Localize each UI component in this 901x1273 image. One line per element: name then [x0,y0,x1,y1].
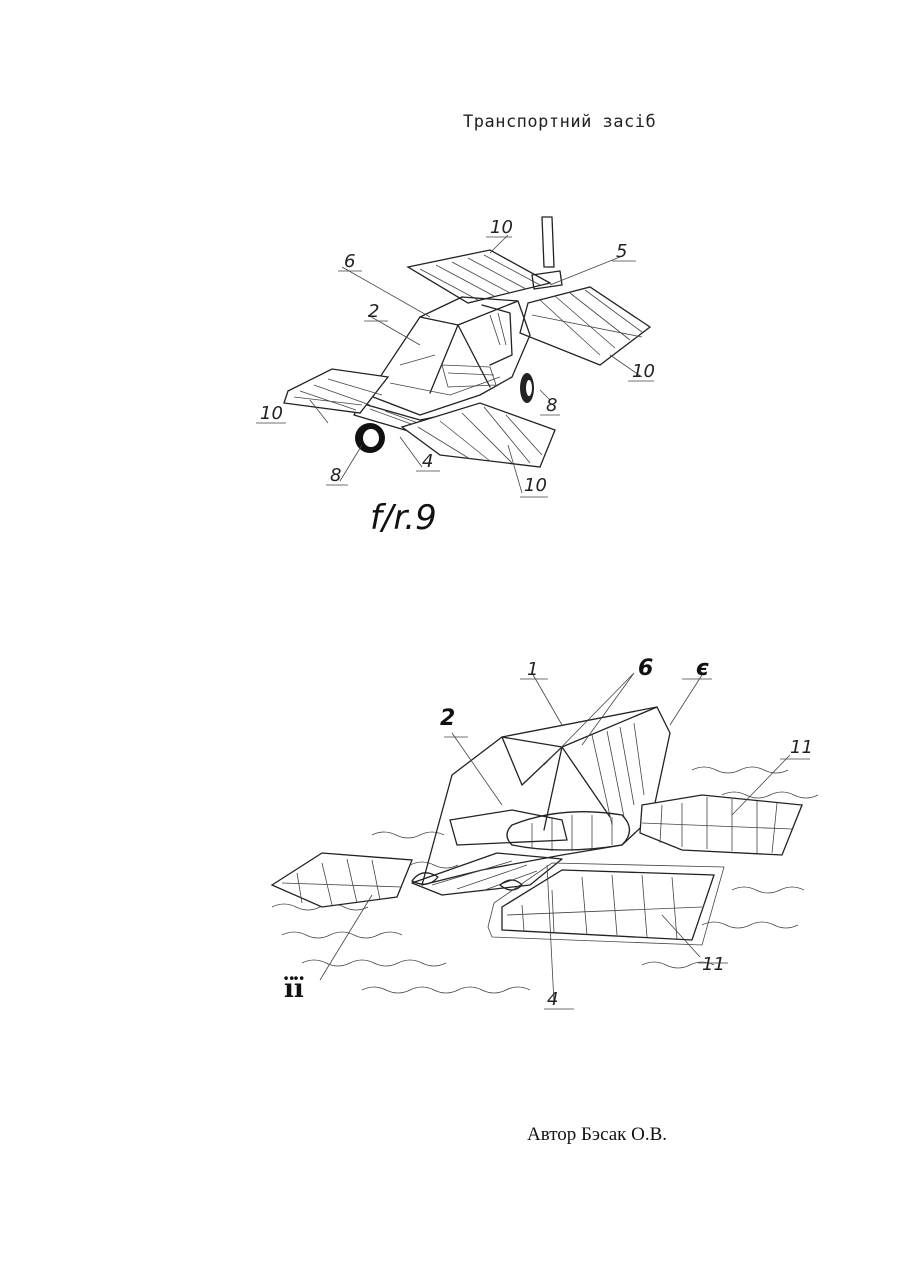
label-4: 4 [422,451,433,472]
figure-9-drawing: 10 6 5 2 10 10 8 8 4 10 f/r.9 [250,205,670,555]
label-2: 2 [368,301,379,322]
figure-10: 1 6 є 2 11 11 4 ïï [262,645,862,1025]
label-10-top: 10 [490,217,513,238]
label-6: 6 [344,251,355,272]
cabin-frame [368,297,530,415]
author-line: Автор Бэсак О.В. [527,1124,667,1146]
wheel-right [520,373,534,403]
float-right [640,795,802,855]
page-title: Транспортний засіб [463,112,656,132]
figure-10-drawing: 1 6 є 2 11 11 4 ïï [262,645,862,1025]
float-left [272,853,412,907]
label-10-right: 10 [632,361,655,382]
figure-9-caption: f/r.9 [370,498,437,538]
figure-9: 10 6 5 2 10 10 8 8 4 10 f/r.9 [250,205,670,555]
label-10-left: 10 [260,403,283,424]
label-11-left: ïï [284,974,304,1004]
label-6-10: 6 [638,656,653,681]
label-6b-10: є [696,656,709,681]
label-8-right: 8 [546,395,557,416]
label-8-left: 8 [330,465,341,486]
mast [542,217,554,267]
label-11-right: 11 [790,737,813,758]
label-10-bottom: 10 [524,475,547,496]
label-1: 1 [527,659,538,680]
label-4-10: 4 [547,989,558,1010]
label-2-10: 2 [440,706,455,731]
seat-cushion [507,812,630,850]
label-11-bottom: 11 [702,954,725,975]
label-5: 5 [616,241,627,262]
float-bottom [502,870,714,940]
cabin-frame-10 [422,707,670,885]
